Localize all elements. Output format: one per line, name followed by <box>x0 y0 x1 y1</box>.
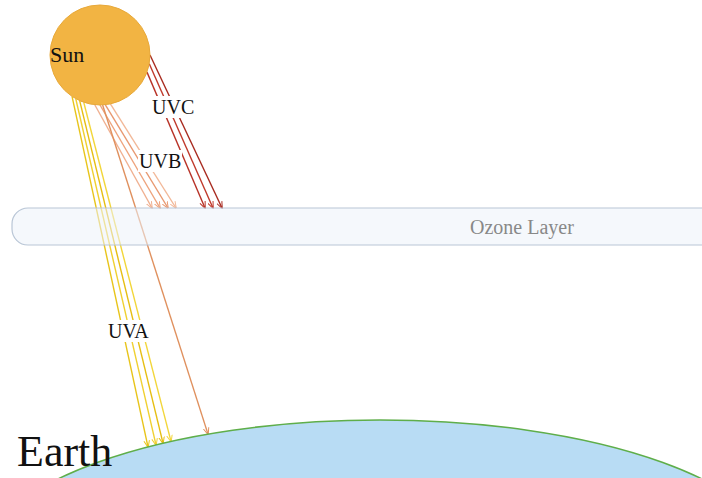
ozone-band-outline <box>12 208 702 245</box>
sun-circle: Sun <box>50 5 150 105</box>
ozone-band-text: Ozone Layer <box>470 217 574 237</box>
earth-shape-text: Earth <box>17 430 112 474</box>
ozone-band: Ozone Layer <box>12 208 702 245</box>
uv-ray <box>72 96 148 446</box>
uv-ray <box>103 105 208 434</box>
uv-ray <box>149 64 213 208</box>
uv-label: UVA <box>107 320 150 342</box>
sun-circle-text: Sun <box>50 44 84 66</box>
uv-label: UVC <box>151 96 195 118</box>
earth-shape: Earth <box>0 420 702 478</box>
uv-label: UVB <box>138 150 182 172</box>
